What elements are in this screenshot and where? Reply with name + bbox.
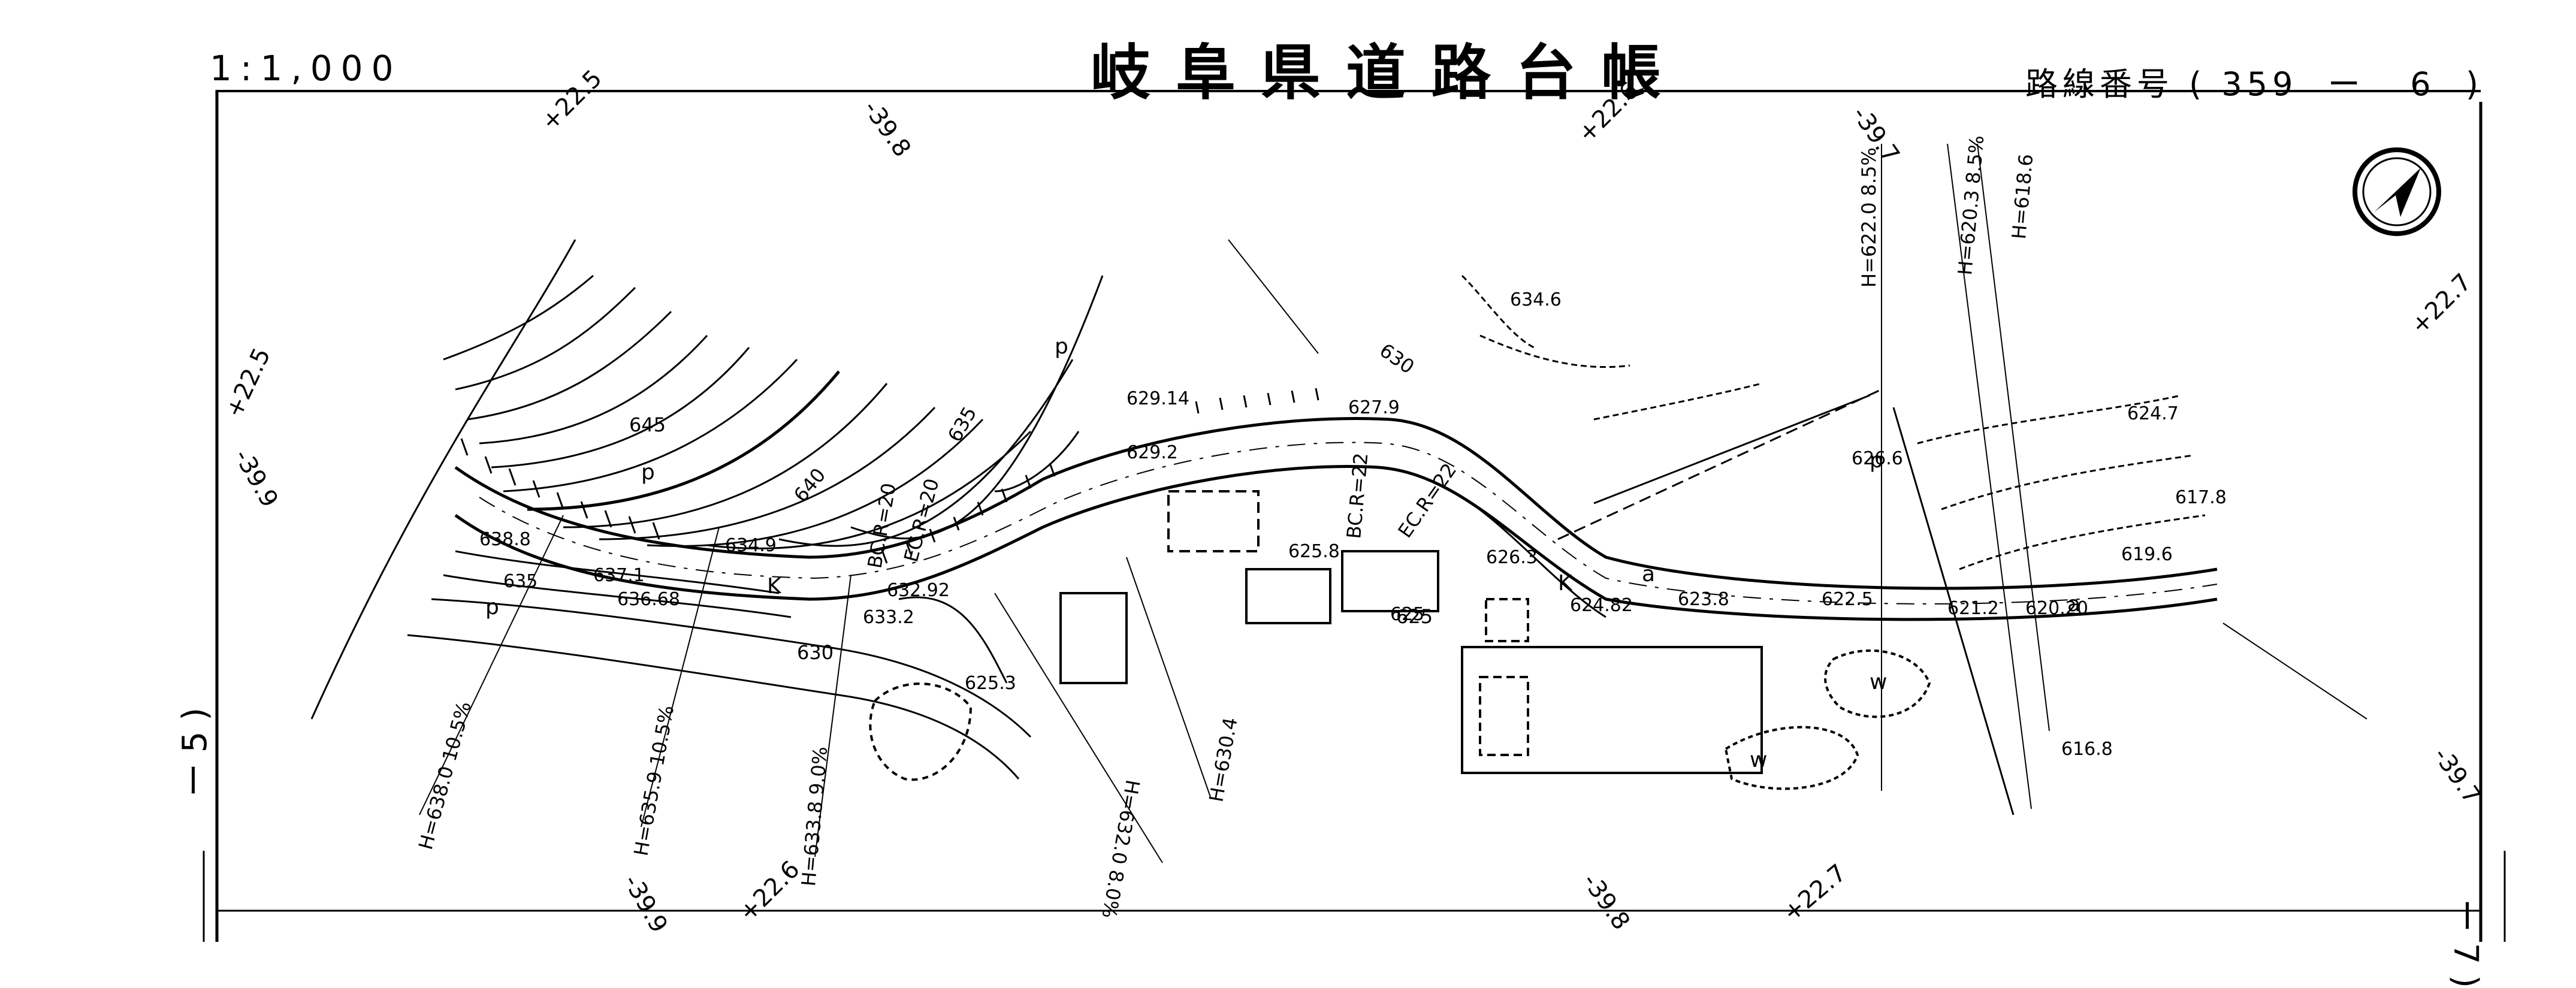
contour-label: 640 <box>789 464 830 506</box>
north-arrow-icon <box>2352 147 2441 236</box>
spot-height: 625.8 <box>1288 541 1340 562</box>
route-number-block: 路線番号 ( 359 ー 6 ) <box>2025 58 2483 105</box>
spot-height: 634.9 <box>725 535 777 556</box>
contour-label: 645 <box>629 413 666 436</box>
coord-label: +22.5 <box>220 344 276 422</box>
spot-height: 626.3 <box>1486 547 1538 568</box>
spot-height: 617.8 <box>2175 487 2227 508</box>
coord-label: -39.7 <box>2428 742 2486 809</box>
coord-label: -39.9 <box>228 445 283 512</box>
structures <box>869 490 1931 790</box>
slope-hatch <box>460 388 1319 564</box>
map-title: 岐阜県道路台帳 <box>1091 38 1686 108</box>
map-symbols: K K a a w w p p p p <box>485 334 2080 772</box>
spot-height: 626.6 <box>1852 448 1903 469</box>
coord-label: -39.8 <box>858 95 916 162</box>
map-symbol: K <box>1558 571 1573 596</box>
grade-label: H=635.9 10.5% <box>629 703 678 857</box>
spot-height: 627.9 <box>1348 397 1400 418</box>
map-symbol: w <box>1750 748 1767 772</box>
spot-height: 634.6 <box>1510 289 1562 310</box>
spot-height: 637.1 <box>593 565 645 586</box>
spot-heights: 638.8 637.1 636.68 635 634.9 633.2 632.9… <box>479 289 2227 760</box>
contour-lines <box>310 239 1104 779</box>
spot-height: 619.6 <box>2121 544 2173 565</box>
spot-height: 625 <box>1390 604 1424 625</box>
contour-label: 625 <box>1396 605 1433 628</box>
route-label: 路線番号 <box>2025 65 2174 103</box>
coord-label: +22.6 <box>734 856 805 927</box>
coord-label: +22.7 <box>2406 268 2477 340</box>
road-map: +22.5 -39.8 +22.6 -39.7 +22.7 +22.5 -39.… <box>203 65 2506 942</box>
coord-label: -39.9 <box>618 870 673 938</box>
contour-labels: 645 640 635 630 630 625 <box>629 339 1433 664</box>
map-symbol: p <box>485 595 499 620</box>
grade-label: H=622.0 8.5% <box>1858 147 1880 288</box>
field-boundaries <box>1461 143 2206 815</box>
curve-label: BC.R=20 <box>863 481 900 570</box>
map-scale: 1:1,000 <box>210 48 402 89</box>
spot-height: 616.8 <box>2061 739 2113 760</box>
prefectural-road <box>454 417 2218 621</box>
spot-height: 632.92 <box>887 580 950 601</box>
spot-height: 636.68 <box>617 589 680 610</box>
spot-height: 624.82 <box>1570 595 1633 616</box>
spot-height: 620.20 <box>2025 598 2088 619</box>
coord-label: -39.8 <box>1577 868 1635 935</box>
spot-height: 625.3 <box>965 673 1016 694</box>
grade-label: H=632.0 8.0% <box>1097 778 1144 920</box>
spot-height: 621.2 <box>1947 598 1999 619</box>
spot-height: 635 <box>503 571 537 592</box>
spot-height: 629.2 <box>1127 442 1178 463</box>
map-symbol: p <box>1055 334 1068 359</box>
map-frame <box>203 90 2506 942</box>
grade-label: H=638.0 10.5% <box>414 699 476 852</box>
curve-label: EC.R=20 <box>899 476 944 564</box>
grade-labels: H=638.0 10.5% H=635.9 10.5% H=633.8 9.0%… <box>414 134 2037 920</box>
map-symbol: p <box>641 460 655 485</box>
map-symbol: a <box>1642 562 1655 587</box>
spot-height: 623.8 <box>1678 589 1729 610</box>
map-symbol: p <box>1870 448 1883 473</box>
contour-label: 635 <box>943 403 981 446</box>
coord-label: +22.7 <box>1778 859 1852 927</box>
route-number: ( 359 ー 6 ) <box>2189 65 2484 103</box>
spot-height: 624.7 <box>2127 403 2179 424</box>
contour-label: 630 <box>1375 339 1418 378</box>
coord-label: +22.6 <box>1573 77 1644 148</box>
grade-label: H=630.4 <box>1204 715 1242 803</box>
grade-label: H=618.6 <box>2007 153 2037 240</box>
spot-height: 629.14 <box>1127 388 1189 409</box>
map-symbol: w <box>1870 670 1887 694</box>
spot-height: 638.8 <box>479 529 531 550</box>
spot-height: 622.5 <box>1822 589 1873 610</box>
grade-label: H=620.3 8.5% <box>1953 134 1988 276</box>
map-symbol: a <box>2067 592 2080 617</box>
spot-height: 633.2 <box>863 607 914 628</box>
grade-lines <box>419 239 2367 863</box>
grade-label: H=633.8 9.0% <box>797 745 832 887</box>
map-symbol: K <box>767 574 782 599</box>
coord-label: +22.5 <box>536 65 608 136</box>
contour-label: 630 <box>797 641 833 664</box>
